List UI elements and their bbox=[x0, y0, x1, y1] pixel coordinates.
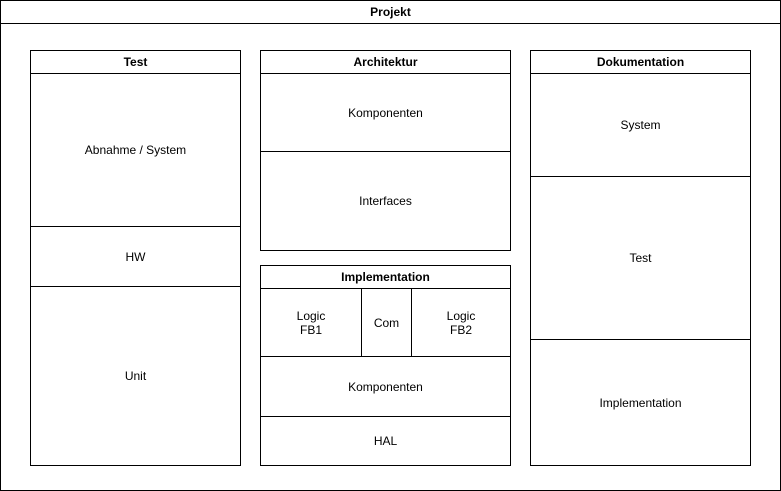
implementation-title: Implementation bbox=[261, 266, 510, 289]
implementation-row-hal: HAL bbox=[261, 416, 510, 465]
dokumentation-row-system: System bbox=[620, 118, 661, 132]
implementation-row-komponenten: Komponenten bbox=[261, 356, 510, 416]
test-row-abnahme-system: Abnahme / System bbox=[84, 143, 187, 157]
architektur-row-komponenten: Komponenten bbox=[348, 105, 423, 120]
architektur-row-interfaces: Interfaces bbox=[261, 151, 510, 250]
architektur-box: Architektur Komponenten Interfaces bbox=[260, 50, 511, 251]
architektur-title: Architektur bbox=[261, 51, 510, 74]
test-row-unit: Unit bbox=[31, 286, 240, 465]
implementation-cell-com: Com bbox=[361, 289, 411, 356]
dokumentation-box: Dokumentation System Test Implementation bbox=[530, 50, 751, 466]
test-row-hw: HW bbox=[31, 226, 240, 286]
dokumentation-row-test: Test bbox=[531, 176, 750, 339]
implementation-cell-logic-fb1: Logic FB1 bbox=[296, 308, 326, 337]
test-box: Test Abnahme / System HW Unit bbox=[30, 50, 241, 466]
dokumentation-row-implementation: Implementation bbox=[531, 339, 750, 465]
implementation-cell-logic-fb2: Logic FB2 bbox=[411, 289, 510, 356]
test-title: Test bbox=[31, 51, 240, 74]
implementation-box: Implementation Logic FB1 Com Logic FB2 K… bbox=[260, 265, 511, 466]
dokumentation-title: Dokumentation bbox=[531, 51, 750, 74]
projekt-title: Projekt bbox=[1, 1, 780, 24]
